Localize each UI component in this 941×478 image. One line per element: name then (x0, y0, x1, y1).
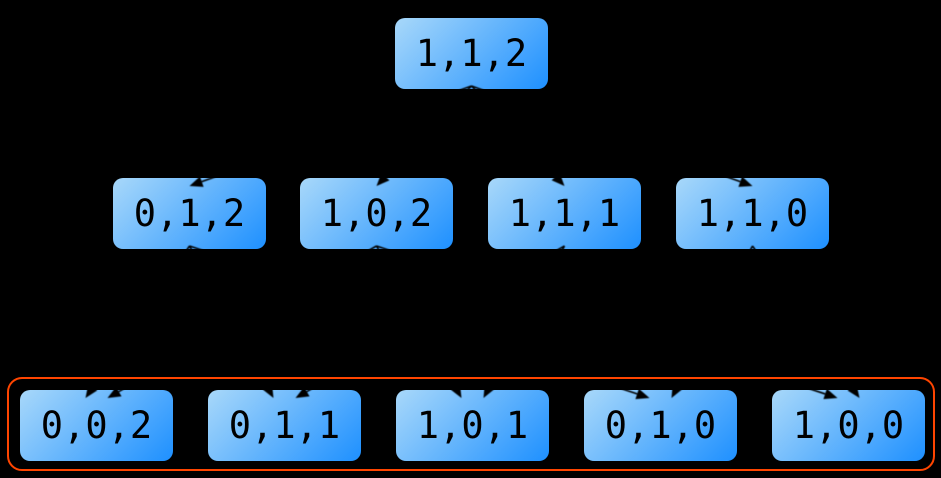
node-0-1-0: 0,1,0 (584, 390, 737, 461)
node-0-1-1: 0,1,1 (208, 390, 361, 461)
node-1-0-1: 1,0,1 (396, 390, 549, 461)
node-1-0-2: 1,0,2 (300, 178, 453, 249)
node-1-1-2: 1,1,2 (395, 18, 548, 89)
node-1-0-0: 1,0,0 (772, 390, 925, 461)
node-1-1-1: 1,1,1 (488, 178, 641, 249)
node-0-0-2: 0,0,2 (20, 390, 173, 461)
node-0-1-2: 0,1,2 (113, 178, 266, 249)
highlight-box (7, 377, 935, 471)
node-1-1-0: 1,1,0 (676, 178, 829, 249)
